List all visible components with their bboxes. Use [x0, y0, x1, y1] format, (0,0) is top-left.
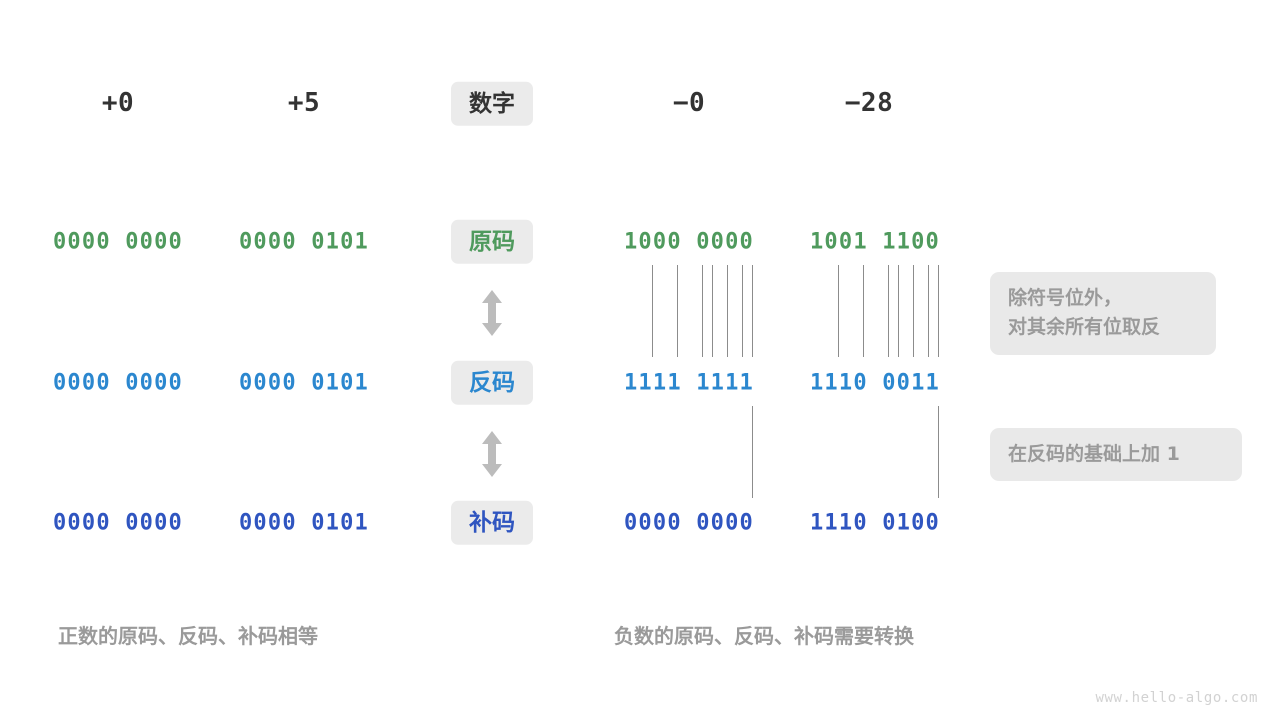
row-label-chip-true-form: 原码 [451, 219, 533, 265]
bit-connector-line [888, 265, 889, 357]
bits-true-form-minus-28: 1001 1100 [809, 229, 941, 255]
bit-connector-line [928, 265, 929, 357]
bits-true-form-minus-zero: 1000 0000 [623, 229, 755, 255]
row-label-chip-twos-complement: 补码 [451, 500, 533, 546]
bits-true-form-plus-zero: 0000 0000 [52, 229, 184, 255]
bit-connector-line [742, 265, 743, 357]
row-label-chip-ones-complement: 反码 [451, 360, 533, 406]
bits-ones-complement-plus-zero: 0000 0000 [52, 370, 184, 396]
bit-connector-line [712, 265, 713, 357]
bit-connector-line [752, 265, 753, 357]
bits-ones-complement-minus-28: 1110 0011 [809, 370, 941, 396]
row-label-chip-number: 数字 [451, 81, 533, 127]
bit-connector-line [727, 265, 728, 357]
bit-connector-line [838, 265, 839, 357]
column-header-plus-zero: +0 [101, 88, 135, 118]
column-header-minus-zero: −0 [672, 88, 706, 118]
caption-negative: 负数的原码、反码、补码需要转换 [614, 624, 914, 648]
carry-connector-line [752, 406, 753, 498]
arrow-ones-to-twos-icon [479, 430, 505, 478]
bits-twos-complement-plus-five: 0000 0101 [238, 510, 370, 536]
bit-connector-line [913, 265, 914, 357]
arrow-true-to-ones-icon [479, 289, 505, 337]
bit-connector-line [677, 265, 678, 357]
bits-twos-complement-minus-28: 1110 0100 [809, 510, 941, 536]
note-add-one: 在反码的基础上加 1 [990, 428, 1242, 482]
bits-twos-complement-plus-zero: 0000 0000 [52, 510, 184, 536]
column-header-minus-28: −28 [844, 88, 894, 118]
bits-true-form-plus-five: 0000 0101 [238, 229, 370, 255]
site-watermark: www.hello-algo.com [1095, 690, 1258, 706]
bit-connector-line [898, 265, 899, 357]
bit-connector-line [652, 265, 653, 357]
bits-ones-complement-plus-five: 0000 0101 [238, 370, 370, 396]
bits-ones-complement-minus-zero: 1111 1111 [623, 370, 755, 396]
bit-connector-line [938, 265, 939, 357]
carry-connector-line [938, 406, 939, 498]
note-invert-bits: 除符号位外， 对其余所有位取反 [990, 272, 1216, 355]
caption-positive: 正数的原码、反码、补码相等 [58, 624, 318, 648]
bit-connector-line [702, 265, 703, 357]
bit-connector-line [863, 265, 864, 357]
column-header-plus-five: +5 [287, 88, 321, 118]
bits-twos-complement-minus-zero: 0000 0000 [623, 510, 755, 536]
